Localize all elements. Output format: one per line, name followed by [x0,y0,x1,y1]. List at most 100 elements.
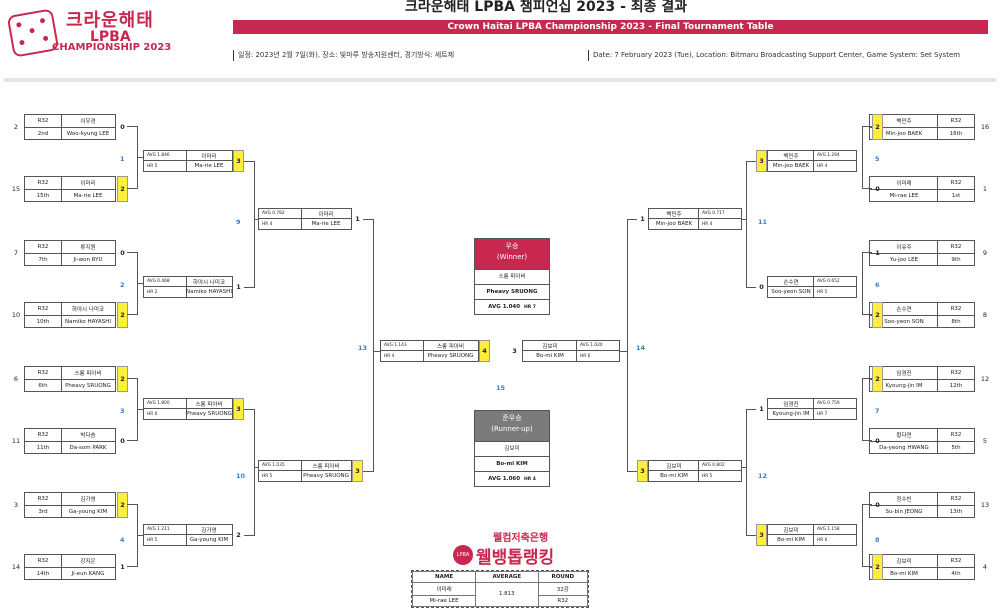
bracket-line [137,409,143,410]
bracket-line [244,287,254,288]
title-bar-english: Crown Haitai LPBA Championship 2023 - Fi… [233,20,988,34]
bracket-line [373,351,380,352]
match-score: 0 [120,249,125,257]
bracket-line [363,219,373,220]
match-score: 0 [120,123,125,131]
legend-name-en: Mi-rae LEE [411,595,477,607]
bracket-line [746,161,756,162]
match-score: 4 [479,340,490,362]
bracket-line [127,252,137,253]
bracket-line [127,504,137,505]
match-number: 10 [236,472,246,480]
seed-number: 14 [11,563,21,571]
match-score: 3 [233,398,244,420]
seed-number: 8 [982,311,988,319]
runner-up-box: 준우승 (Runner-up) 김보미 Bo-mi KIM AVG 1.060 … [474,410,550,487]
bracket-line [127,314,137,315]
match-number: 11 [758,218,768,226]
event-info-korean: 일정: 2023년 2월 7일(화), 장소: 빛마루 방송지원센터, 경기방식… [233,50,454,61]
match-score: 2 [117,366,128,392]
winner-name-ko: 스롱 피아비 [475,269,549,284]
seed-number: 7 [13,249,19,257]
seed-number: 9 [982,249,988,257]
match-score: 2 [117,492,128,518]
match-score: 1 [236,283,241,291]
match-score: 3 [756,150,767,172]
match-score: 1 [120,563,125,571]
seed-number: 10 [11,311,21,319]
match-score: 1 [759,405,764,413]
match-score: 2 [117,176,128,202]
brand-lpba-icon: LPBA [453,545,473,565]
seed-number: 4 [982,563,988,571]
match-score: 1 [640,215,645,223]
logo-lpba: LPBA [90,29,131,45]
match-number: 13 [358,344,368,352]
match-score: 0 [875,437,880,445]
bracket-line [244,535,254,536]
match-score: 0 [875,185,880,193]
bracket-line [254,219,258,220]
match-score: 2 [236,531,241,539]
logo-korean: 크라운해태 [66,10,154,31]
match-score: 3 [352,460,363,482]
match-score: 2 [117,302,128,328]
bracket-line [620,351,627,352]
match-number: 14 [636,344,646,352]
match-number: 3 [120,407,125,415]
match-score: 1 [355,215,360,223]
event-info-english: Date: 7 February 2023 (Tue), Location: B… [588,50,960,61]
legend-table: NAME AVERAGE ROUND 이미래 1.813 32강 Mi-rae … [411,570,589,608]
logo-championship: CHAMPIONSHIP 2023 [52,42,172,53]
winner-name-en: Pheavy SRUONG [475,284,549,299]
match-score: 2 [872,302,883,328]
bracket-line [862,252,872,253]
bracket-line [244,409,254,410]
bracket-line [742,219,746,220]
runner-up-stats: AVG 1.060 HR 4 [475,471,549,486]
match-number: 5 [875,155,880,163]
match-score: 3 [637,460,648,482]
brand-ranking-name: 웰뱅톱랭킹 [476,548,555,568]
bracket-line [373,219,374,472]
bracket-line [127,566,137,567]
bracket-line [127,188,137,189]
page-title: 크라운해태 LPBA 챔피언십 2023 - 최종 결과 [405,0,688,15]
match-score: 3 [512,347,517,355]
runner-up-name-ko: 김보미 [475,441,549,456]
legend-header-name: NAME [411,571,477,583]
bracket-line [862,252,863,315]
match-score: 2 [872,114,883,140]
match-score: 3 [233,150,244,172]
bracket-line [137,283,143,284]
seed-number: 11 [11,437,21,445]
match-score: 0 [759,283,764,291]
match-score: 1 [875,249,880,257]
match-number: 6 [875,281,880,289]
match-number-final: 15 [496,384,506,392]
seed-number: 2 [13,123,19,131]
brand-sponsor-name: 웰컴저축은행 [493,533,549,544]
bracket-line [746,161,747,288]
bracket-line [627,471,637,472]
bracket-line [363,471,373,472]
header-divider [4,78,996,82]
